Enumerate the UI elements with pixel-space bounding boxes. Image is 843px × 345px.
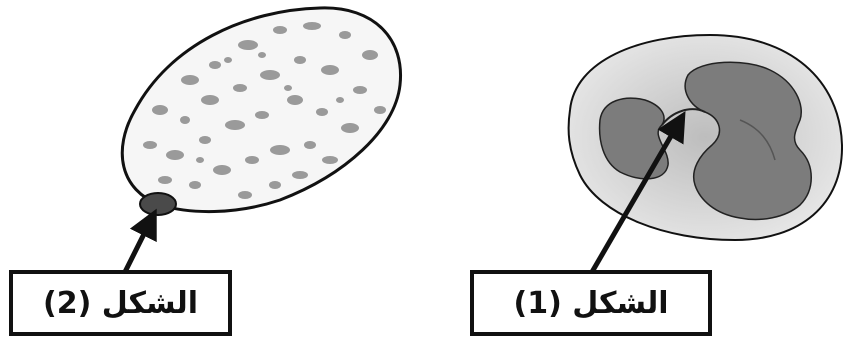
dark-polar-spot (140, 193, 176, 215)
oval-speckled-cell-icon (122, 8, 400, 215)
round-cell-with-lobed-nucleus-icon (569, 35, 842, 240)
arrow-figure-2 (125, 222, 150, 272)
label-figure-1: الشكل (1) (470, 270, 712, 336)
label-figure-2: الشكل (2) (9, 270, 232, 336)
